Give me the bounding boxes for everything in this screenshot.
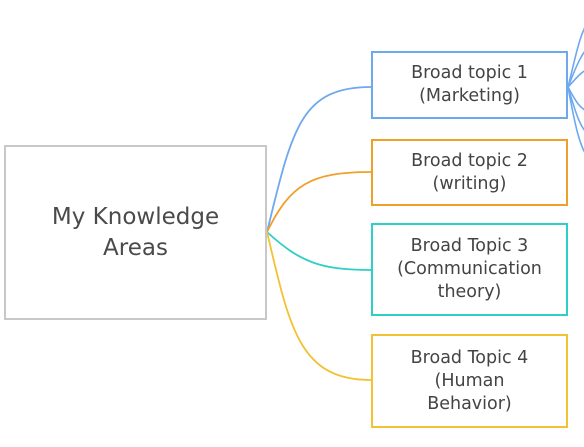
connector-root-topic-3 <box>266 231 372 271</box>
connector-root-topic-1 <box>266 86 372 233</box>
connector-root-topic-2 <box>266 171 372 233</box>
topic-label: Broad Topic 3 (Communication theory) <box>397 236 542 302</box>
root-topic-label: My Knowledge Areas <box>51 203 220 261</box>
topic-node-marketing[interactable]: Broad topic 1 (Marketing) <box>371 51 568 119</box>
connector-root-topic-4 <box>266 231 372 381</box>
topic-node-communication-theory[interactable]: Broad Topic 3 (Communication theory) <box>371 223 568 316</box>
topic-label: Broad topic 2 (writing) <box>411 150 528 194</box>
root-topic-node[interactable]: My Knowledge Areas <box>4 145 267 320</box>
topic-node-writing[interactable]: Broad topic 2 (writing) <box>371 139 568 206</box>
subtopic-branches-topic-1 <box>567 27 584 153</box>
topic-label: Broad topic 1 (Marketing) <box>411 63 528 106</box>
topic-node-human-behavior[interactable]: Broad Topic 4 (Human Behavior) <box>371 334 568 428</box>
topic-label: Broad Topic 4 (Human Behavior) <box>410 347 529 414</box>
